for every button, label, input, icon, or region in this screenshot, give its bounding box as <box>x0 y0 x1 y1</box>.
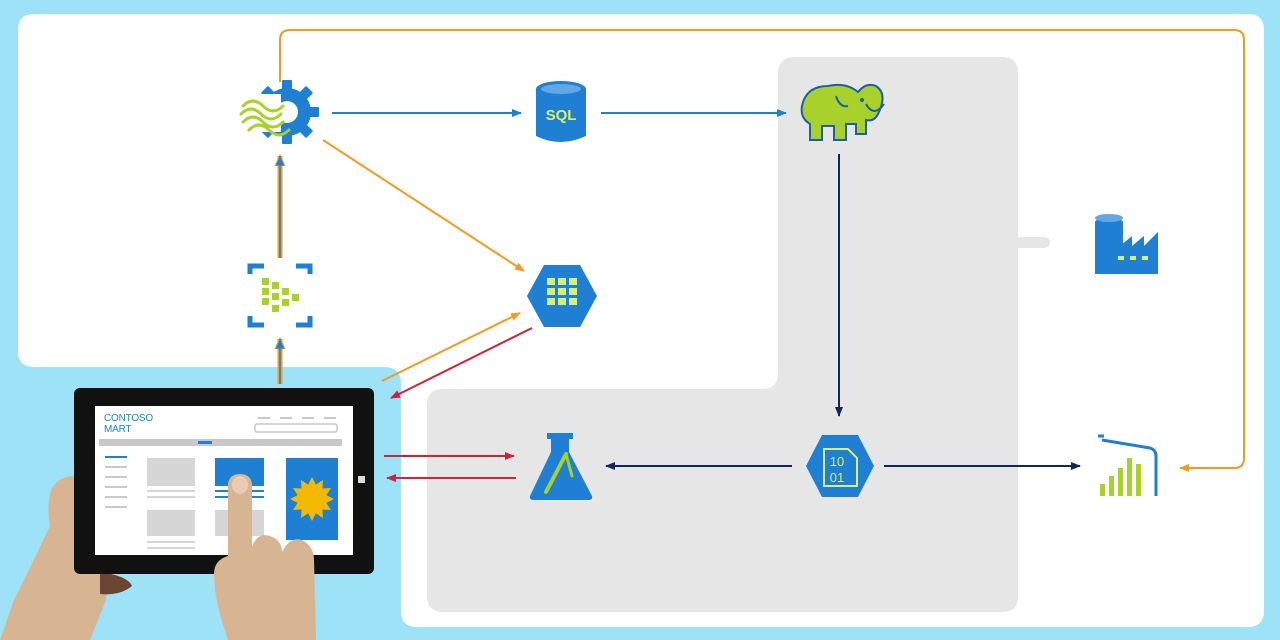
brand-line-1: CONTOSO <box>104 413 153 424</box>
power-bi-icon <box>1098 434 1158 496</box>
machine-learning-flask-icon <box>529 433 593 500</box>
arrow-tablet-to-table <box>381 312 521 382</box>
table-storage-icon <box>527 265 597 327</box>
sql-database-icon: SQL <box>536 81 586 142</box>
tablet-app-icon <box>0 388 374 640</box>
tablet-brand-logo: CONTOSO MART <box>104 413 153 435</box>
stream-analytics-gear-icon <box>239 80 319 144</box>
sun-badge <box>290 477 334 521</box>
blob-binary-line1: 10 <box>830 454 844 469</box>
arrow-table-to-tablet <box>390 327 533 399</box>
zone-connector <box>1014 237 1050 248</box>
right-hand <box>214 474 316 640</box>
data-factory-icon <box>1095 214 1158 274</box>
blob-binary-line2: 01 <box>830 470 844 485</box>
event-hub-icon <box>247 263 313 328</box>
sql-label: SQL <box>546 107 577 124</box>
arrow-stream-to-powerbi <box>279 29 1245 472</box>
brand-line-2: MART <box>104 424 132 435</box>
arrow-stream-to-table <box>322 139 525 272</box>
hdinsight-hadoop-icon <box>800 83 885 141</box>
blob-storage-binary-icon: 10 01 <box>806 435 874 497</box>
